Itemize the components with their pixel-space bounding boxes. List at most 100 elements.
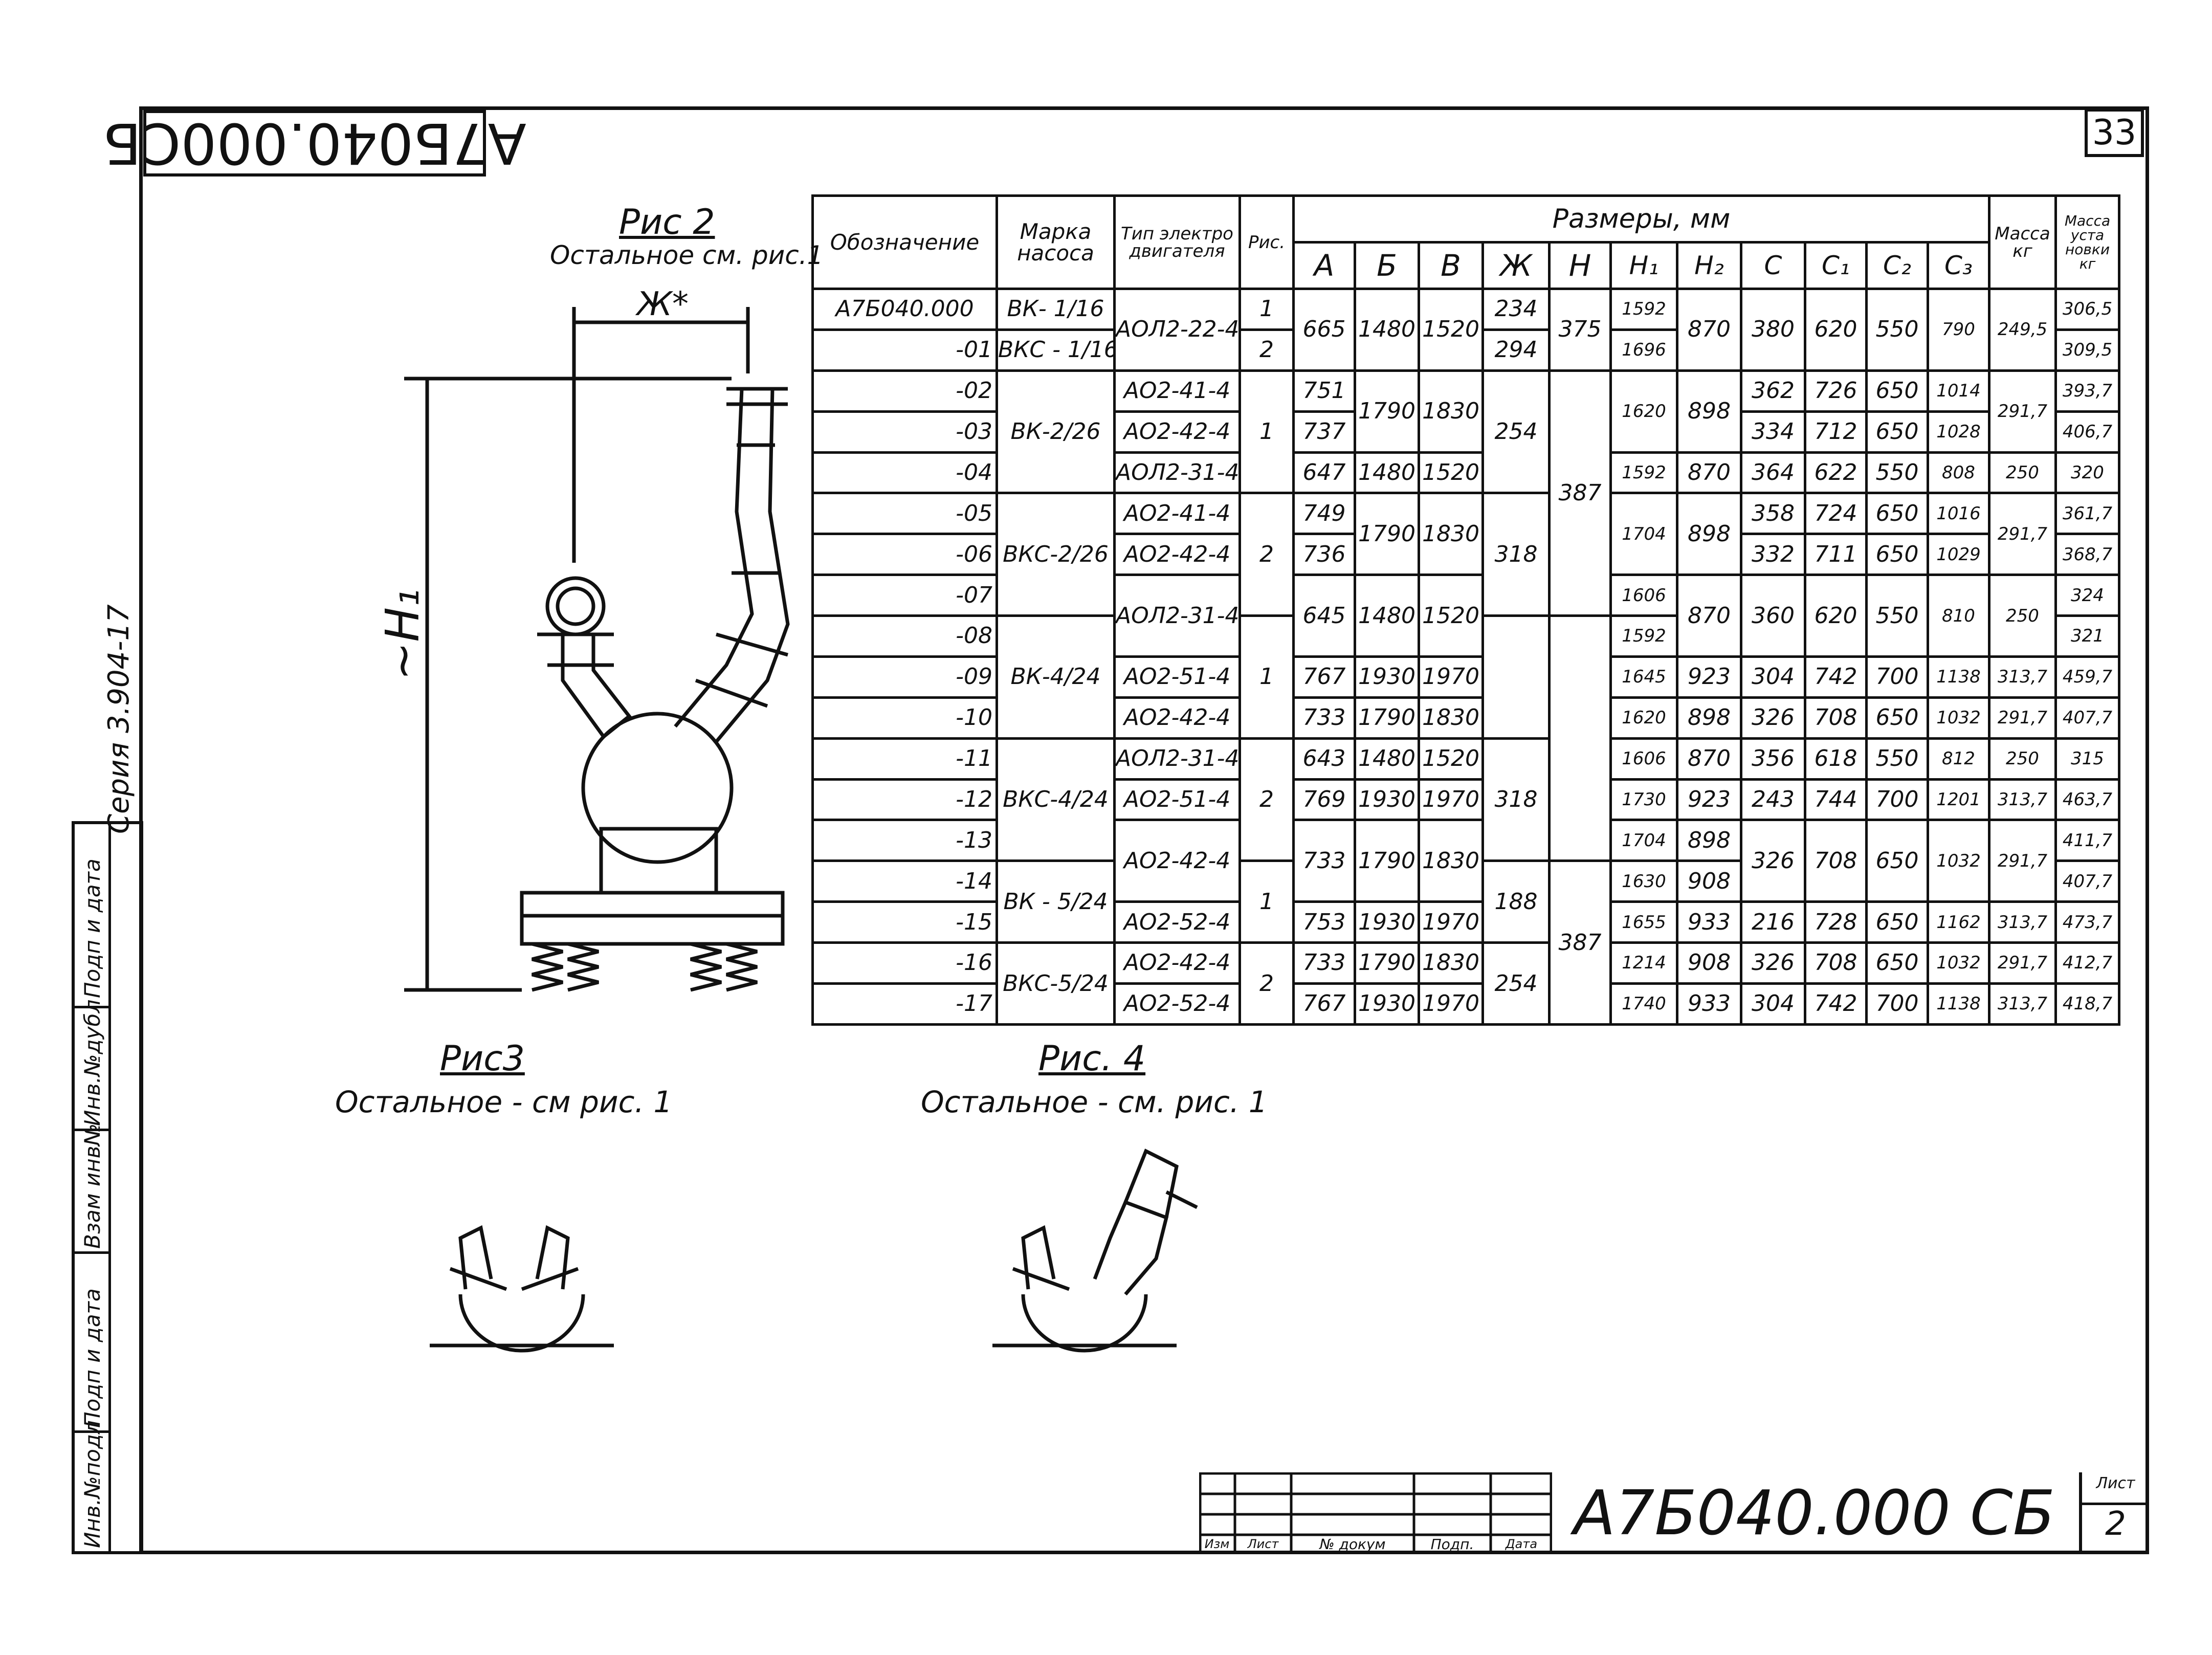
table-cell-H2: 898: [1676, 492, 1742, 577]
table-cell-des: -06: [811, 533, 998, 577]
table-cell-mi: 361,7: [2054, 492, 2120, 536]
table-cell-H: 387: [1548, 369, 1612, 617]
table-cell-C3: 1201: [1927, 778, 1990, 822]
table-cell-V: 1520: [1418, 737, 1484, 781]
table-cell-mi: 412,7: [2054, 941, 2120, 985]
table-cell-pump: ВК-4/24: [996, 614, 1116, 740]
table-cell-Zh: [1481, 614, 1551, 740]
table-cell-V: 1830: [1418, 492, 1484, 577]
table-cell-motor: АОЛ2-31-4: [1113, 737, 1241, 781]
table-cell-motor: АО2-42-4: [1113, 696, 1241, 740]
table-cell-C1: 724: [1804, 492, 1868, 536]
table-cell-mi: 411,7: [2054, 819, 2120, 863]
table-cell-C: 358: [1740, 492, 1806, 536]
table-cell-fig: 1: [1238, 859, 1295, 944]
table-cell-C: 216: [1740, 900, 1806, 944]
table-subheader-row: А Б В Ж H H₁ H₂ C C₁ C₂ C₃: [813, 241, 2119, 290]
table-cell-A: 733: [1292, 941, 1356, 985]
table-cell-H1: 1214: [1609, 941, 1678, 985]
table-cell-V: 1830: [1418, 819, 1484, 903]
table-cell-A: 645: [1292, 573, 1356, 658]
col-header-size: В: [1418, 241, 1484, 290]
fig4-caption: Рис. 4: [1038, 1039, 1146, 1079]
table-cell-C3: 1016: [1927, 492, 1990, 536]
table-cell-pump: ВКС-4/24: [996, 737, 1116, 863]
table-cell-C1: 712: [1804, 410, 1868, 454]
table-cell-B: 1930: [1354, 778, 1420, 822]
table-cell-fig: 2: [1238, 492, 1295, 617]
col-header-size: C₃: [1927, 241, 1990, 290]
table-cell-H2: 908: [1676, 941, 1742, 985]
table-cell-C3: 790: [1927, 288, 1990, 372]
table-cell-A: 733: [1292, 696, 1356, 740]
table-cell-des: -17: [811, 982, 998, 1026]
table-cell-H1: 1620: [1609, 369, 1678, 454]
table-cell-H: [1548, 614, 1612, 863]
col-header-size: C₁: [1804, 241, 1868, 290]
table-cell-C: 326: [1740, 696, 1806, 740]
table-cell-A: 647: [1292, 451, 1356, 495]
table-cell-motor: АО2-51-4: [1113, 655, 1241, 699]
table-cell-H1: 1730: [1609, 778, 1678, 822]
table-cell-des: А7Б040.000: [811, 288, 998, 331]
table-cell-C2: 550: [1865, 288, 1929, 372]
table-cell-B: 1790: [1354, 492, 1420, 577]
table-cell-C1: 618: [1804, 737, 1868, 781]
table-cell-H1: 1630: [1609, 859, 1678, 903]
table-cell-des: -13: [811, 819, 998, 863]
side-strip: Подп и дата Инв.№дубл Взам инв№ Подп и д…: [72, 821, 143, 1554]
table-cell-H1: 1592: [1609, 451, 1678, 495]
table-cell-fig: 2: [1238, 941, 1295, 1026]
col-header-size: А: [1292, 241, 1356, 290]
table-cell-Zh: 234: [1481, 288, 1551, 331]
col-header-mass: Масса кг: [1988, 194, 2057, 290]
table-cell-m: 291,7: [1988, 492, 2057, 577]
sheet-value: 2: [2082, 1503, 2149, 1543]
table-cell-C2: 550: [1865, 737, 1929, 781]
table-cell-H2: 870: [1676, 573, 1742, 658]
table-cell-motor: АОЛ2-31-4: [1113, 573, 1241, 658]
col-header-size: H₁: [1609, 241, 1678, 290]
table-cell-A: 665: [1292, 288, 1356, 372]
table-cell-fig: 1: [1238, 288, 1295, 331]
table-cell-C3: 1162: [1927, 900, 1990, 944]
fig4-note: Остальное - см. рис. 1: [921, 1085, 1268, 1119]
table-cell-C2: 700: [1865, 982, 1929, 1026]
table-cell-des: -03: [811, 410, 998, 454]
table-cell-mi: 407,7: [2054, 696, 2120, 740]
col-header-designation: Обозначение: [811, 194, 998, 290]
table-cell-des: -05: [811, 492, 998, 536]
table-cell-V: 1830: [1418, 696, 1484, 740]
table-cell-des: -07: [811, 573, 998, 617]
title-block: Изм Лист № докум Подп. Дата А7Б040.000 С…: [1199, 1472, 2149, 1554]
table-cell-B: 1480: [1354, 288, 1420, 372]
table-cell-H2: 898: [1676, 696, 1742, 740]
table-cell-fig: 2: [1238, 737, 1295, 863]
table-cell-motor: АО2-52-4: [1113, 982, 1241, 1026]
table-cell-H2: 923: [1676, 778, 1742, 822]
table-cell-H2: 870: [1676, 737, 1742, 781]
table-cell-V: 1970: [1418, 778, 1484, 822]
table-cell-A: 736: [1292, 533, 1356, 577]
table-cell-mi: 309,5: [2054, 328, 2120, 372]
col-header-sizes: Размеры, мм: [1292, 194, 1990, 244]
table-cell-mi: 315: [2054, 737, 2120, 781]
table-cell-mi: 406,7: [2054, 410, 2120, 454]
table-cell-Zh: 188: [1481, 859, 1551, 944]
table-cell-C2: 650: [1865, 696, 1929, 740]
table-cell-H2: 933: [1676, 982, 1742, 1026]
table-cell-des: -14: [811, 859, 998, 903]
table-cell-C: 360: [1740, 573, 1806, 658]
table-cell-C1: 726: [1804, 369, 1868, 413]
table-cell-m: 249,5: [1988, 288, 2057, 372]
side-cell: Взам инв№: [75, 1123, 108, 1254]
